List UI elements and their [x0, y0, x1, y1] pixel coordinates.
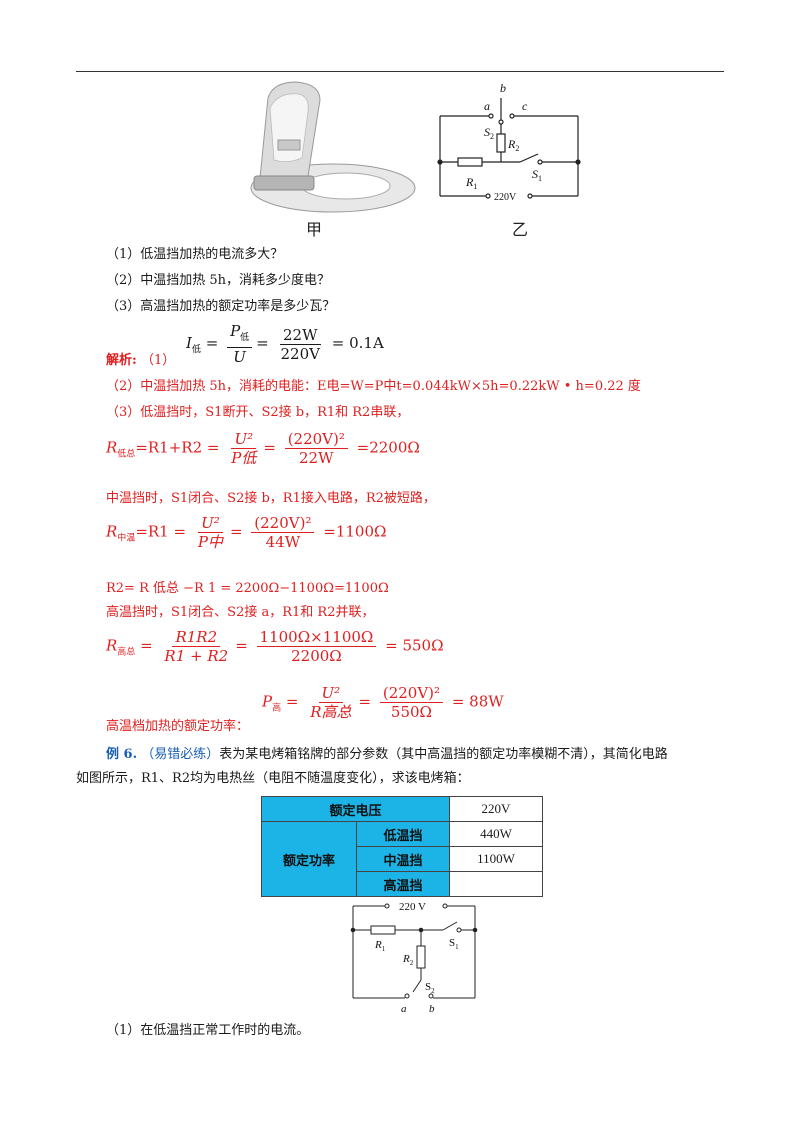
circuit1-label-b: b	[500, 81, 506, 95]
circuit2-label-s2: S2	[425, 981, 435, 995]
circuit2-label-s1: S1	[449, 937, 459, 951]
solution-label: 解析:	[106, 353, 137, 368]
table-cell-level: 高温挡	[356, 871, 450, 897]
circuit1-label-r1: R1	[465, 175, 477, 191]
circuit1-label-s2: S2	[484, 125, 494, 141]
solution-line-6: 高温挡时，S1闭合、S2接 a，R1和 R2并联，	[106, 605, 375, 620]
table-row: 额定功率 低温挡 440W	[261, 821, 543, 897]
question-1: （1）低温挡加热的电流多大？	[106, 247, 284, 262]
header-rule	[76, 71, 724, 72]
table-row: 中温挡 1100W	[262, 846, 543, 872]
circuit1-label-voltage: 220V	[494, 192, 517, 203]
solution-line-4: 中温挡时，S1闭合、S2接 b，R1接入电路，R2被短路，	[106, 491, 436, 506]
circuit2-label-a: a	[401, 1003, 407, 1015]
solution-line-3: （3）低温挡时，S1断开、S2接 b，R1和 R2串联，	[106, 405, 410, 420]
table-cell-level: 低温挡	[356, 821, 450, 847]
table-cell-value: 220V	[449, 796, 543, 822]
circuit1-label-a: a	[484, 99, 490, 113]
circuit2-label-r1: R1	[374, 939, 386, 953]
example-6-tag: （易错必练）	[141, 747, 220, 762]
table-cell-value	[449, 871, 543, 897]
solution-intro: 解析: （1）	[106, 353, 176, 368]
figure-group: a b c S2 R2 R1 S1 220V	[250, 81, 581, 213]
circuit2-label-b: b	[429, 1003, 435, 1015]
circuit-diagram-1	[437, 98, 581, 199]
table-cell-value: 1100W	[449, 846, 543, 872]
circuit1-label-c: c	[522, 99, 528, 113]
figure-caption-left: 甲	[306, 220, 323, 239]
table-cell-level: 中温挡	[356, 846, 450, 872]
circuit2-label-voltage: 220 V	[399, 901, 426, 913]
example-6-label: 例 6.	[106, 747, 138, 762]
solution-line-2: （2）中温挡加热 5h，消耗的电能：E电=W=P中t=0.044kW×5h=0.…	[106, 379, 641, 394]
circuit1-label-r2: R2	[507, 137, 519, 153]
solution-line-5: R2= R 低总 −R 1 = 2200Ω−1100Ω=1100Ω	[106, 581, 389, 596]
table-cell-label: 额定功率	[261, 821, 357, 897]
question-3: （3）高温挡加热的额定功率是多少瓦？	[106, 299, 336, 314]
circuit2-label-r2: R2	[402, 953, 414, 967]
question-2: （2）中温挡加热 5h，消耗多少度电？	[106, 273, 331, 288]
table-cell-label: 额定电压	[261, 796, 450, 822]
solution-line-7: 高温档加热的额定功率：	[106, 719, 250, 734]
table-row: 高温挡	[262, 871, 543, 897]
example-6-line-2: 如图所示，R1、R2均为电热丝（电阻不随温度变化），求该电烤箱：	[76, 771, 470, 786]
example-6-line-1: 例 6. （易错必练）表为某电烤箱铭牌的部分参数（其中高温挡的额定功率模糊不清）…	[106, 747, 668, 762]
circuit1-label-s1: S1	[532, 167, 542, 183]
table-cell-value: 440W	[449, 821, 543, 847]
table-row: 额定电压 220V	[261, 796, 543, 822]
spec-table: 额定电压 220V 额定功率 低温挡 440W 中温挡 1100W 高温挡	[261, 796, 543, 897]
final-question: （1）在低温挡正常工作时的电流。	[106, 1023, 310, 1038]
circuit-diagram-2: 220 V R1 R2 S1 S2 a b	[350, 901, 478, 1015]
figure-caption-right: 乙	[512, 220, 529, 239]
toilet-seat-image	[250, 81, 416, 213]
